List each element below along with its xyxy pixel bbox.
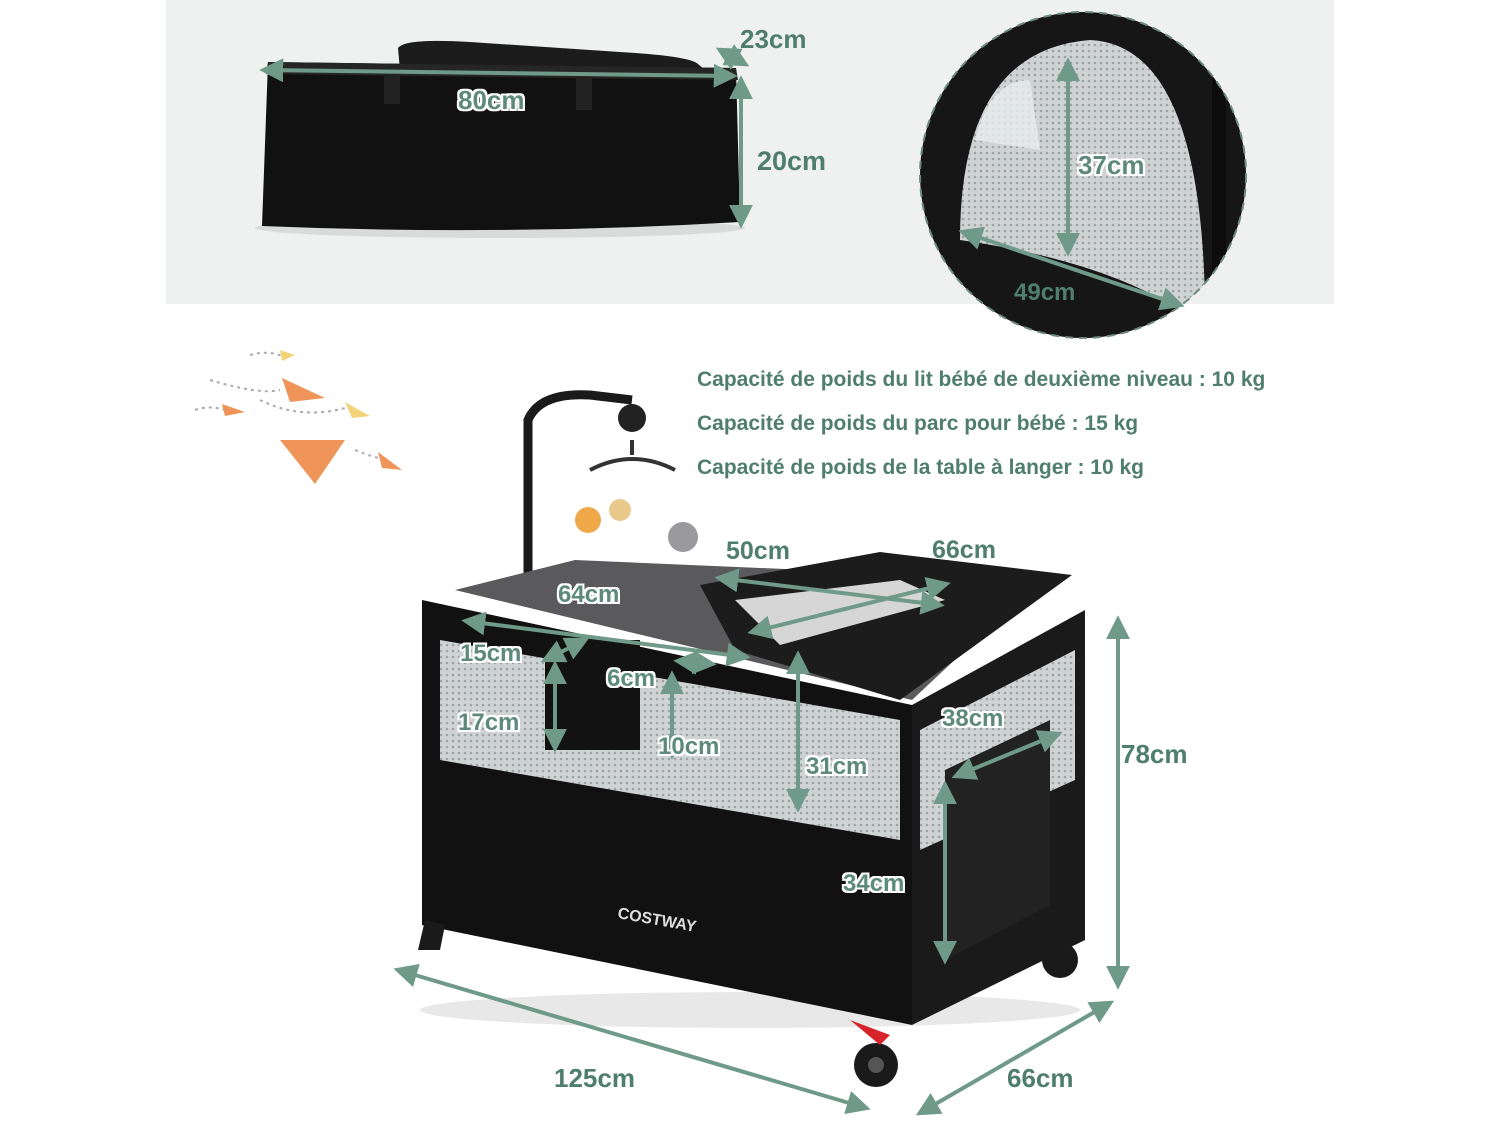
spec-playpen: Capacité de poids du parc pour bébé : 15… — [697, 412, 1139, 435]
pocket-height-label: 10cm — [658, 733, 720, 760]
spec-second-level: Capacité de poids du lit bébé de deuxièm… — [697, 368, 1266, 391]
bassinet-depth-label: 31cm — [806, 753, 868, 780]
spec-changing-table: Capacité de poids de la table à langer :… — [697, 456, 1144, 479]
side-pocket-width-label: 38cm — [942, 705, 1004, 732]
pocket-depth-label: 6cm — [607, 665, 656, 692]
side-pocket-height-label: 34cm — [843, 870, 905, 897]
changer-width-label: 66cm — [932, 536, 996, 564]
bed-length-label: 125cm — [554, 1063, 635, 1093]
paper-planes-icon — [194, 350, 402, 484]
bag-length-label: 80cm — [458, 85, 525, 115]
bag-depth-label: 23cm — [740, 24, 807, 54]
door-height-label: 37cm — [1078, 150, 1145, 180]
baby-crib: COSTWAY — [418, 390, 1085, 1087]
organizer-height-label: 17cm — [458, 709, 520, 736]
organizer-width-label: 15cm — [460, 640, 522, 667]
bed-width-label: 66cm — [1007, 1063, 1074, 1093]
bag-height-label: 20cm — [757, 146, 827, 176]
changer-length-label: 50cm — [726, 537, 790, 565]
door-width-label: 49cm — [1014, 279, 1076, 306]
bed-height-label: 78cm — [1121, 739, 1188, 769]
inner-width-label: 64cm — [558, 581, 620, 608]
dimension-arrows — [259, 44, 1185, 1116]
